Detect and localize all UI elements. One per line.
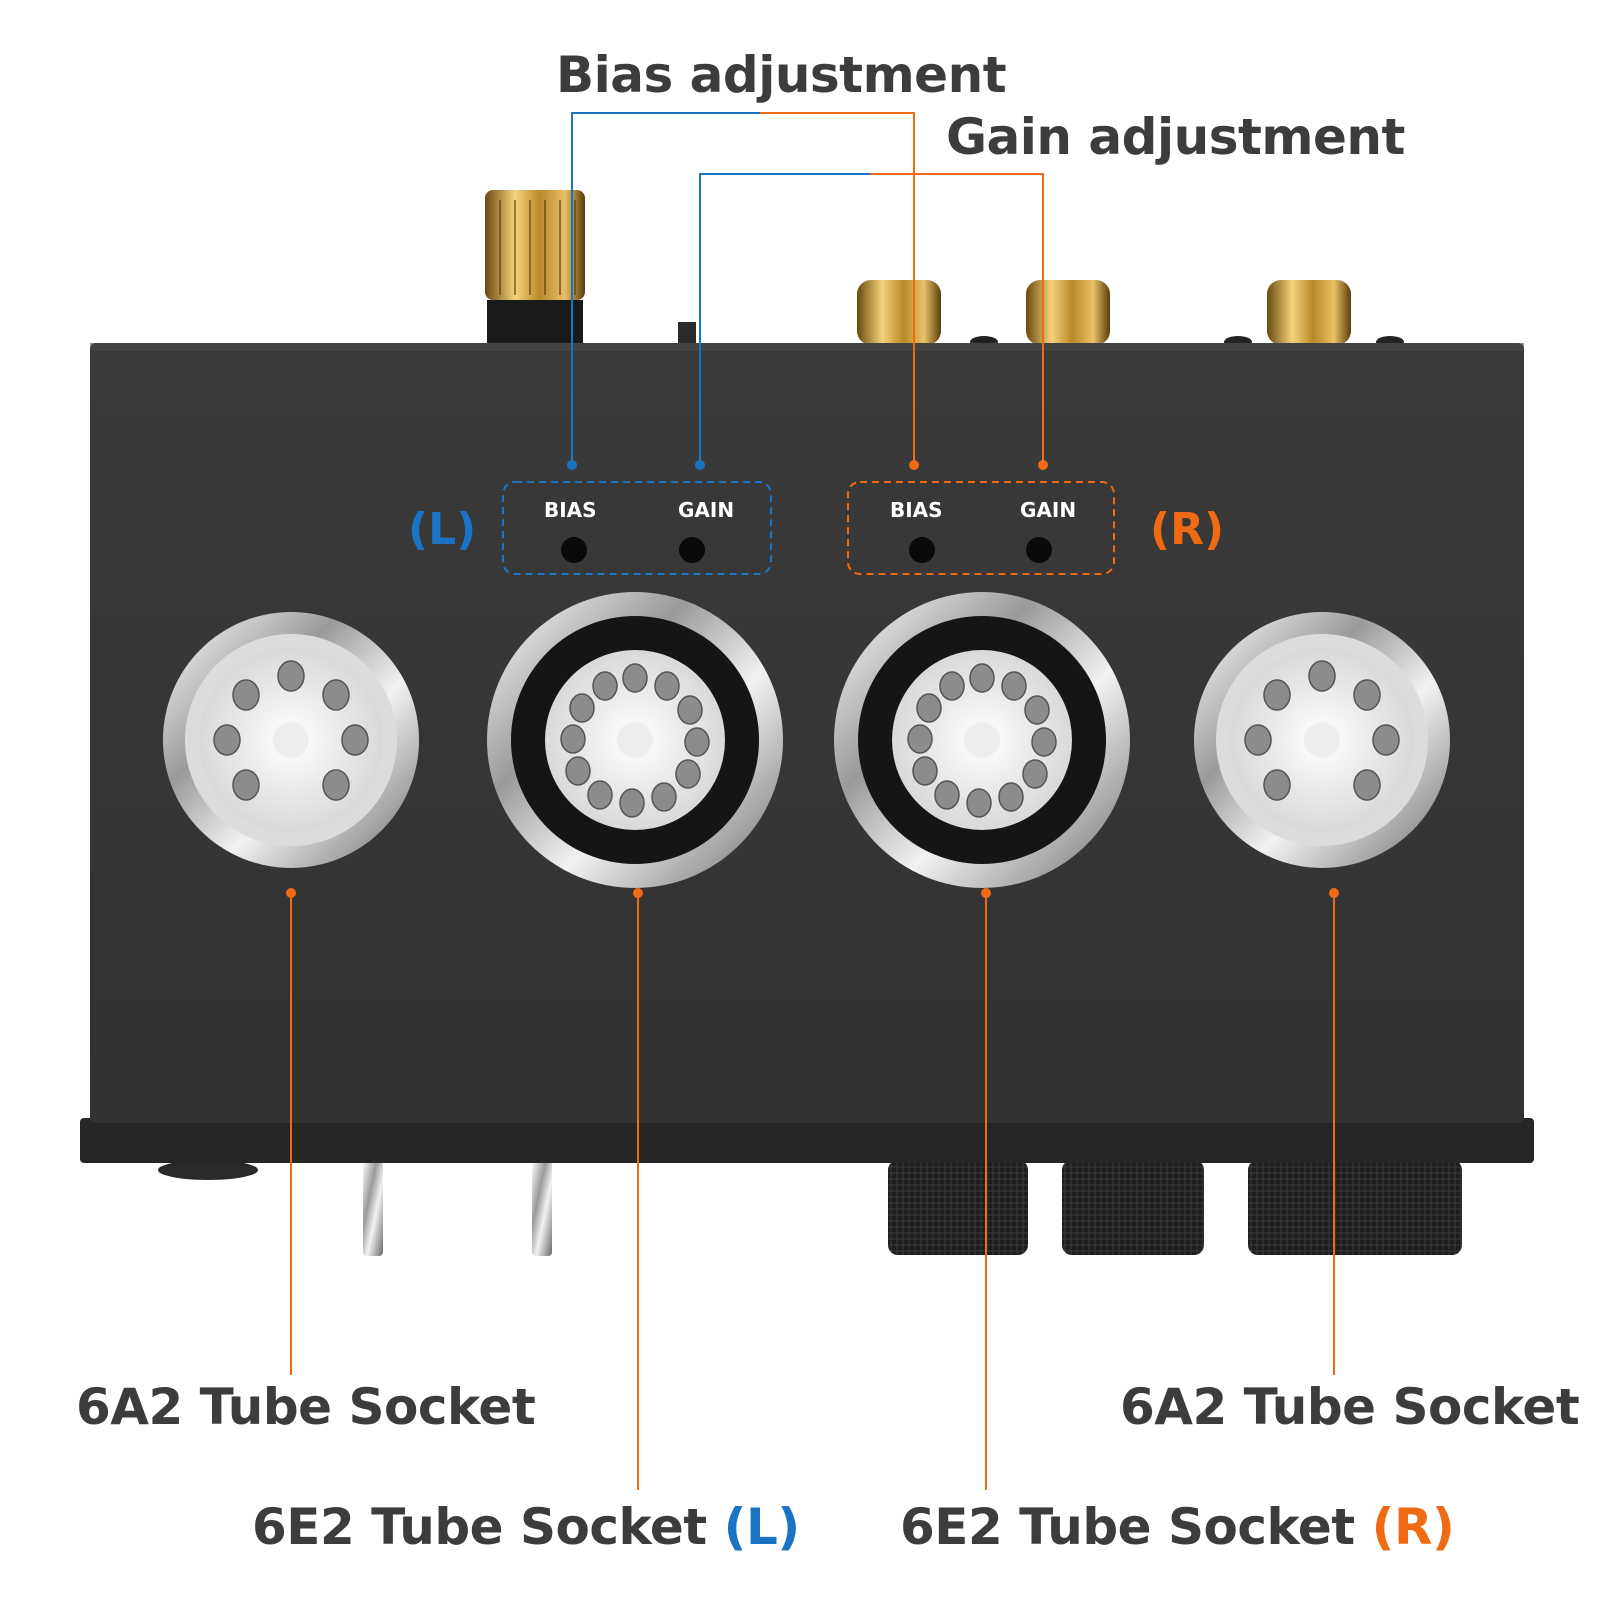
gold-rca-jack-icon	[1267, 280, 1351, 345]
6e2-left-tag: (L)	[723, 1498, 801, 1556]
knurled-knob-icon	[888, 1160, 1028, 1255]
left-gain-label: GAIN	[678, 498, 735, 522]
6a2-right-dot	[1329, 888, 1339, 898]
top-leader-lines	[571, 112, 1044, 465]
bias-left-leader	[571, 112, 760, 465]
6e2-left-label: 6E2 Tube Socket (L)	[252, 1502, 800, 1552]
toggle-switch-icon	[678, 322, 696, 344]
tube-socket-6a2-right	[1194, 612, 1450, 868]
toggle-switch-icon	[532, 1160, 552, 1256]
trim-pot-hole-icon[interactable]	[909, 537, 935, 563]
bias-right-leader	[760, 112, 915, 465]
gold-rca-jack-icon	[857, 280, 941, 345]
left-bias-label: BIAS	[544, 498, 597, 522]
right-channel-tag: (R)	[1150, 504, 1225, 555]
tube-socket-6a2-left	[163, 612, 419, 868]
knurled-knob-icon	[1062, 1160, 1204, 1255]
gold-rca-jack-icon	[1026, 280, 1110, 345]
tube-socket-6e2-left	[487, 592, 783, 888]
6e2-right-tag: (R)	[1371, 1498, 1455, 1556]
gain-left-dot	[695, 460, 705, 470]
trim-pot-hole-icon[interactable]	[679, 537, 705, 563]
left-control-box	[502, 481, 772, 575]
6e2-left-dot	[633, 888, 643, 898]
trim-pot-hole-icon[interactable]	[1026, 537, 1052, 563]
trim-pot-hole-icon[interactable]	[561, 537, 587, 563]
toggle-switch-icon	[363, 1160, 383, 1256]
binding-post	[485, 190, 585, 345]
base-plate	[80, 1118, 1534, 1163]
tube-socket-6e2-right	[834, 592, 1130, 888]
6e2-left-text: 6E2 Tube Socket	[252, 1498, 707, 1556]
6e2-right-label: 6E2 Tube Socket (R)	[900, 1502, 1455, 1552]
6e2-right-dot	[981, 888, 991, 898]
chassis	[90, 343, 1524, 1123]
6a2-right-label: 6A2 Tube Socket	[1120, 1378, 1580, 1436]
right-bias-label: BIAS	[890, 498, 943, 522]
gain-right-dot	[1038, 460, 1048, 470]
bias-left-dot	[567, 460, 577, 470]
6e2-right-text: 6E2 Tube Socket	[900, 1498, 1355, 1556]
gain-left-leader	[699, 173, 870, 465]
gain-right-leader	[870, 173, 1044, 465]
left-channel-tag: (L)	[408, 504, 477, 555]
knurled-knob-icon	[1248, 1160, 1462, 1255]
bias-right-dot	[909, 460, 919, 470]
gain-adjustment-label: Gain adjustment	[946, 108, 1405, 166]
right-control-box	[847, 481, 1115, 575]
bias-adjustment-label: Bias adjustment	[556, 46, 1007, 104]
bottom-parts	[158, 1160, 1462, 1256]
rca-jacks	[857, 280, 1404, 348]
6a2-left-label: 6A2 Tube Socket	[76, 1378, 536, 1436]
right-gain-label: GAIN	[1020, 498, 1077, 522]
6a2-left-dot	[286, 888, 296, 898]
bottom-leader-lines	[290, 893, 1335, 1490]
